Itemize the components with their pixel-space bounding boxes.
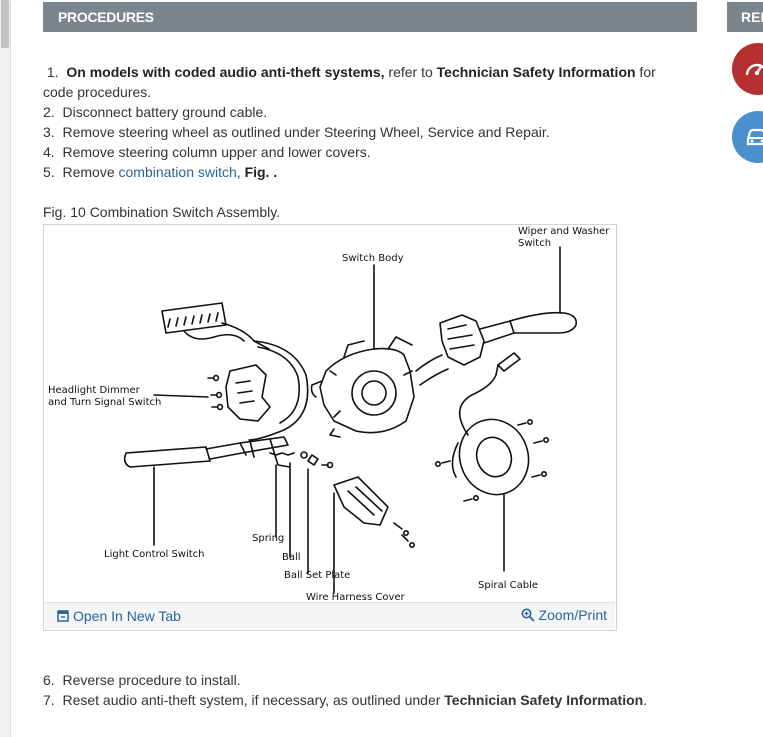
label-ball-set-plate: Ball Set Plate [284, 570, 350, 581]
label-spring: Spring [252, 533, 284, 544]
step-7: 7. Reset audio anti-theft system, if nec… [43, 690, 683, 710]
label-ball: Ball [282, 552, 301, 563]
step-3-text: Remove steering wheel as outlined under … [62, 124, 550, 140]
switch-body-shape [319, 347, 415, 434]
combination-switch-link[interactable]: combination switch [118, 164, 237, 180]
wiper-switch-shape [439, 314, 485, 366]
label-light-control: Light Control Switch [104, 549, 205, 560]
step-5-text: Remove [62, 164, 119, 180]
step-6-text: Reverse procedure to install. [62, 672, 241, 688]
step-1-text: refer to [384, 64, 437, 80]
combination-switch-diagram[interactable]: Wiper and Washer Switch Switch Body Head… [44, 225, 616, 603]
step-2-text: Disconnect battery ground cable. [62, 104, 268, 120]
step-4-text: Remove steering column upper and lower c… [62, 144, 371, 160]
related-car-button[interactable] [732, 111, 763, 163]
label-wire-harness-cover: Wire Harness Cover [306, 592, 406, 603]
procedure-steps-before: 1. On models with coded audio anti-theft… [43, 62, 683, 182]
wiper-lever-shape [509, 311, 578, 334]
step-number: 7. [43, 692, 55, 708]
procedures-header: PROCEDURES [43, 2, 697, 32]
open-tab-label: Open In New Tab [73, 608, 181, 624]
car-icon [746, 128, 763, 146]
label-switch-body: Switch Body [342, 253, 404, 264]
step-number: 6. [43, 672, 55, 688]
spiral-cable-shape [458, 418, 530, 496]
step-7-text: Reset audio anti-theft system, if necess… [62, 692, 445, 708]
step-1-tail: for code procedures. [43, 64, 656, 100]
figure-box: Wiper and Washer Switch Switch Body Head… [43, 224, 617, 631]
figure-caption: Fig. 10 Combination Switch Assembly. [43, 204, 281, 220]
label-headlight-1: Headlight Dimmer [48, 385, 141, 396]
step-5: 5. Remove combination switch, Fig. . [43, 162, 683, 182]
step-number: 1. [46, 64, 59, 80]
step-5-separator: , [236, 164, 245, 180]
label-wiper-washer-2: Switch [518, 238, 551, 249]
figure-footer: Open In New Tab Zoom/Print [45, 602, 615, 629]
label-spiral-cable: Spiral Cable [478, 580, 538, 591]
step-1-reference: Technician Safety Information [436, 64, 636, 80]
step-5-fig-ref: Fig. . [244, 164, 278, 180]
step-1-bold-lead: On models with coded audio anti-theft sy… [66, 64, 385, 80]
left-scrollbar[interactable] [0, 0, 11, 737]
label-wiper-washer-1: Wiper and Washer [518, 226, 610, 237]
gauge-icon [745, 63, 763, 76]
step-number: 4. [43, 144, 55, 160]
open-in-new-tab-link[interactable]: Open In New Tab [57, 608, 181, 624]
step-number: 2. [43, 104, 55, 120]
zoom-print-label: Zoom/Print [538, 607, 607, 623]
related-header: REL [727, 2, 763, 32]
scrollbar-thumb[interactable] [1, 0, 9, 48]
step-4: 4. Remove steering column upper and lowe… [43, 142, 683, 162]
step-7-tail: . [643, 692, 648, 708]
step-6: 6. Reverse procedure to install. [43, 670, 683, 690]
headlight-switch-shape [225, 364, 271, 422]
wire-harness-cover-shape [333, 476, 389, 526]
light-control-lever-shape [123, 446, 211, 468]
zoom-print-link[interactable]: Zoom/Print [521, 607, 607, 623]
step-3: 3. Remove steering wheel as outlined und… [43, 122, 683, 142]
step-7-reference: Technician Safety Information [444, 692, 644, 708]
open-tab-icon [57, 610, 69, 622]
step-1: 1. On models with coded audio anti-theft… [43, 62, 683, 102]
zoom-icon [521, 608, 535, 622]
step-2: 2. Disconnect battery ground cable. [43, 102, 683, 122]
step-number: 5. [43, 164, 55, 180]
step-number: 3. [43, 124, 55, 140]
procedure-steps-after: 6. Reverse procedure to install. 7. Rese… [43, 670, 683, 710]
label-headlight-2: and Turn Signal Switch [48, 397, 161, 408]
related-gauge-button[interactable] [732, 43, 763, 95]
